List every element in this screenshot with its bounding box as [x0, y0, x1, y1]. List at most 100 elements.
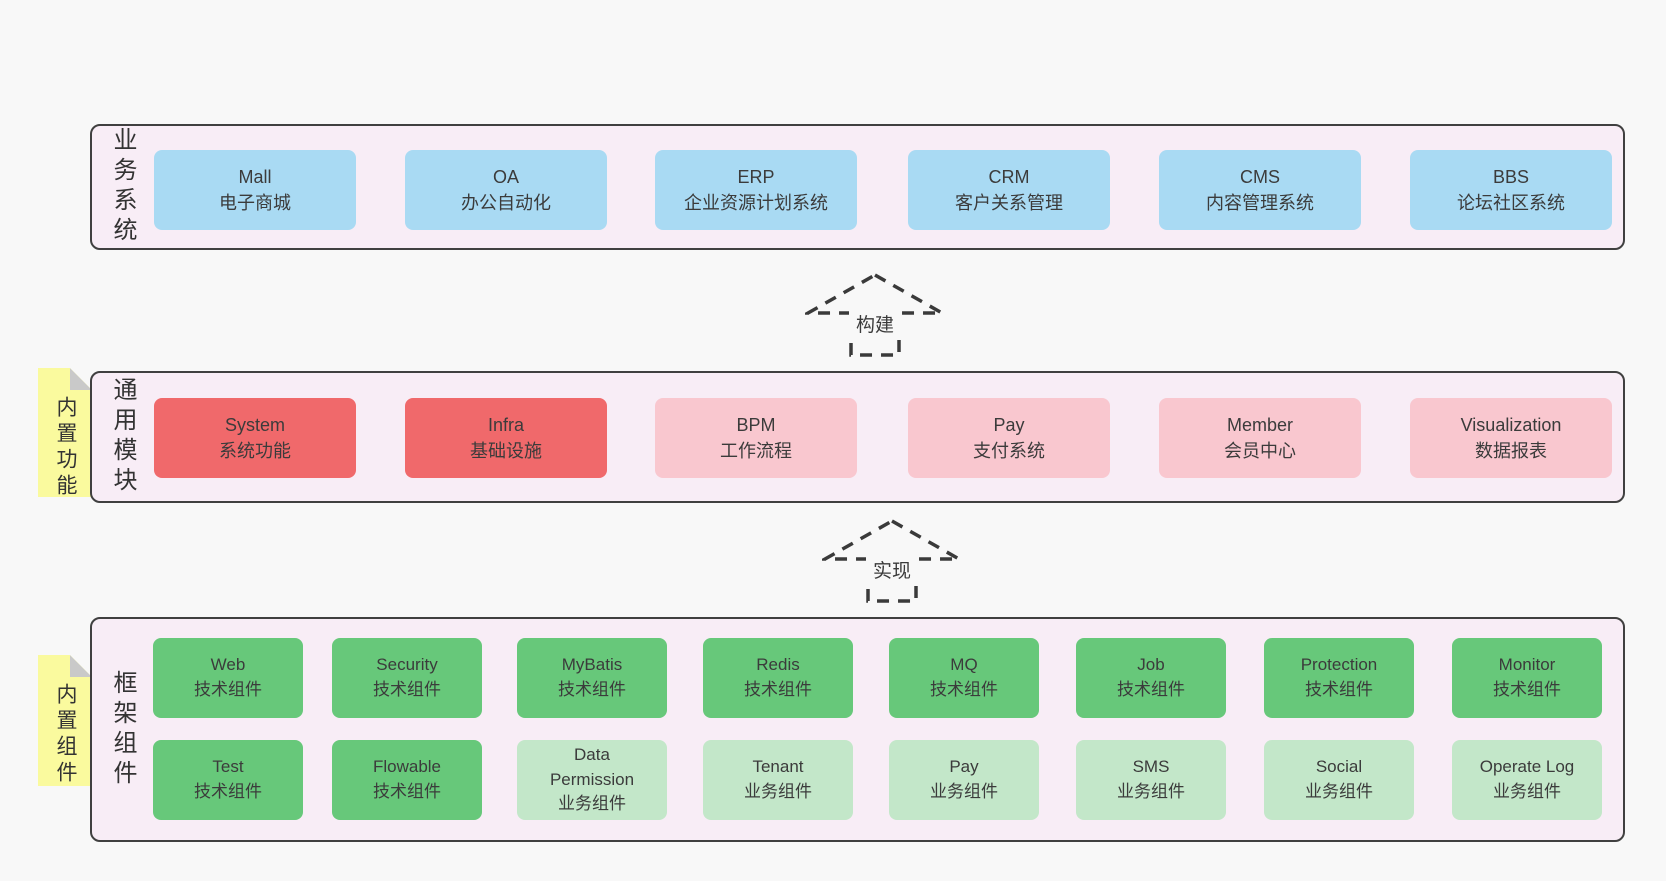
- box-name: Social: [1315, 757, 1363, 777]
- box-name: Pay: [949, 757, 979, 777]
- box-desc: 技术组件: [558, 680, 626, 699]
- box-name: Member: [1226, 414, 1293, 435]
- sticky-note-label: 内置功能: [54, 396, 77, 500]
- box-cms: CMS 内容管理系统: [1159, 150, 1361, 230]
- layer-business-systems: 业务系统 Mall 电子商城 OA 办公自动化 ERP 企业资源计划系统 CRM…: [90, 124, 1625, 250]
- box-security: Security 技术组件: [332, 638, 482, 718]
- dashed-arrow-implement: 实现: [822, 518, 962, 603]
- box-desc: 技术组件: [373, 782, 441, 801]
- box-mq: MQ 技术组件: [889, 638, 1039, 718]
- box-desc: 技术组件: [1493, 680, 1561, 699]
- box-desc: 企业资源计划系统: [684, 193, 828, 213]
- box-visualization: Visualization 数据报表: [1410, 398, 1612, 478]
- box-desc: 系统功能: [219, 441, 291, 461]
- box-desc: 会员中心: [1224, 441, 1296, 461]
- box-pay-component: Pay 业务组件: [889, 740, 1039, 820]
- box-desc: 基础设施: [470, 441, 542, 461]
- box-desc: 客户关系管理: [955, 193, 1063, 213]
- sticky-fold-corner: [70, 655, 92, 677]
- box-oa: OA 办公自动化: [405, 150, 607, 230]
- box-desc: 技术组件: [194, 680, 262, 699]
- box-desc: 业务组件: [930, 782, 998, 801]
- arrow-label-bg: [849, 308, 901, 340]
- box-name: ERP: [737, 166, 775, 187]
- layer-label-business-systems: 业务系统: [109, 127, 136, 247]
- arrow-label: 构建: [856, 314, 894, 336]
- box-name: BPM: [736, 414, 776, 435]
- box-data-permission: Data Permission 业务组件: [517, 740, 667, 820]
- box-name: Redis: [756, 655, 800, 675]
- box-desc: 内容管理系统: [1206, 193, 1314, 213]
- box-desc: 业务组件: [1305, 782, 1373, 801]
- box-desc: 技术组件: [1117, 680, 1185, 699]
- box-desc: 业务组件: [1493, 782, 1561, 801]
- box-name: Operate Log: [1479, 757, 1575, 777]
- box-name: Flowable: [372, 757, 442, 777]
- box-name: SMS: [1132, 757, 1170, 777]
- box-desc: 业务组件: [1117, 782, 1185, 801]
- box-name: CMS: [1240, 166, 1280, 187]
- box-name: Infra: [487, 414, 525, 435]
- arrow-outline: [822, 518, 962, 603]
- box-name: System: [224, 414, 285, 435]
- arrow-label: 实现: [873, 560, 911, 582]
- box-member: Member 会员中心: [1159, 398, 1361, 478]
- box-monitor: Monitor 技术组件: [1452, 638, 1602, 718]
- box-desc: 技术组件: [1305, 680, 1373, 699]
- dashed-arrow-build: 构建: [805, 272, 945, 357]
- box-name: Job: [1137, 655, 1165, 675]
- box-erp: ERP 企业资源计划系统: [655, 150, 857, 230]
- box-name: Protection: [1300, 655, 1378, 675]
- sticky-note-built-in-components: 内置组件: [38, 655, 92, 786]
- box-name: MQ: [950, 655, 978, 675]
- layer-label-common-modules: 通用模块: [109, 377, 136, 497]
- box-desc: 技术组件: [930, 680, 998, 699]
- box-name: BBS: [1492, 166, 1530, 187]
- box-desc: 业务组件: [558, 794, 626, 814]
- sticky-fold-corner: [70, 368, 92, 390]
- box-bpm: BPM 工作流程: [655, 398, 857, 478]
- box-flowable: Flowable 技术组件: [332, 740, 482, 820]
- box-name: Security: [376, 655, 438, 675]
- box-sms: SMS 业务组件: [1076, 740, 1226, 820]
- box-name: Monitor: [1498, 655, 1556, 675]
- box-name: CRM: [988, 166, 1030, 187]
- arrow-label-bg: [866, 554, 918, 586]
- box-name: Test: [212, 757, 244, 777]
- box-name: OA: [492, 166, 519, 187]
- box-mybatis: MyBatis 技术组件: [517, 638, 667, 718]
- box-name: MyBatis: [561, 655, 623, 675]
- box-system: System 系统功能: [154, 398, 356, 478]
- sticky-note-built-in-features: 内置功能: [38, 368, 92, 497]
- box-desc: 技术组件: [194, 782, 262, 801]
- box-name: Pay: [993, 414, 1025, 435]
- box-tenant: Tenant 业务组件: [703, 740, 853, 820]
- box-job: Job 技术组件: [1076, 638, 1226, 718]
- box-web: Web 技术组件: [153, 638, 303, 718]
- box-name: Mall: [238, 166, 272, 187]
- box-desc: 技术组件: [373, 680, 441, 699]
- box-desc: 电子商城: [219, 193, 291, 213]
- box-desc: 技术组件: [744, 680, 812, 699]
- box-test: Test 技术组件: [153, 740, 303, 820]
- box-mall: Mall 电子商城: [154, 150, 356, 230]
- box-desc: 支付系统: [973, 441, 1045, 461]
- box-infra: Infra 基础设施: [405, 398, 607, 478]
- box-pay-system: Pay 支付系统: [908, 398, 1110, 478]
- box-desc: 业务组件: [744, 782, 812, 801]
- box-protection: Protection 技术组件: [1264, 638, 1414, 718]
- box-redis: Redis 技术组件: [703, 638, 853, 718]
- layer-label-framework-components: 框架组件: [109, 669, 136, 790]
- box-name: Visualization: [1460, 414, 1562, 435]
- box-bbs: BBS 论坛社区系统: [1410, 150, 1612, 230]
- sticky-note-label: 内置组件: [54, 683, 77, 787]
- layer-framework-components: 框架组件 Web 技术组件 Security 技术组件 MyBatis 技术组件…: [90, 617, 1625, 842]
- box-desc: 工作流程: [720, 441, 792, 461]
- box-desc: 论坛社区系统: [1457, 193, 1565, 213]
- arrow-outline: [805, 272, 945, 357]
- box-operate-log: Operate Log 业务组件: [1452, 740, 1602, 820]
- box-desc: 办公自动化: [461, 193, 551, 213]
- box-name: Data Permission: [549, 745, 635, 789]
- box-crm: CRM 客户关系管理: [908, 150, 1110, 230]
